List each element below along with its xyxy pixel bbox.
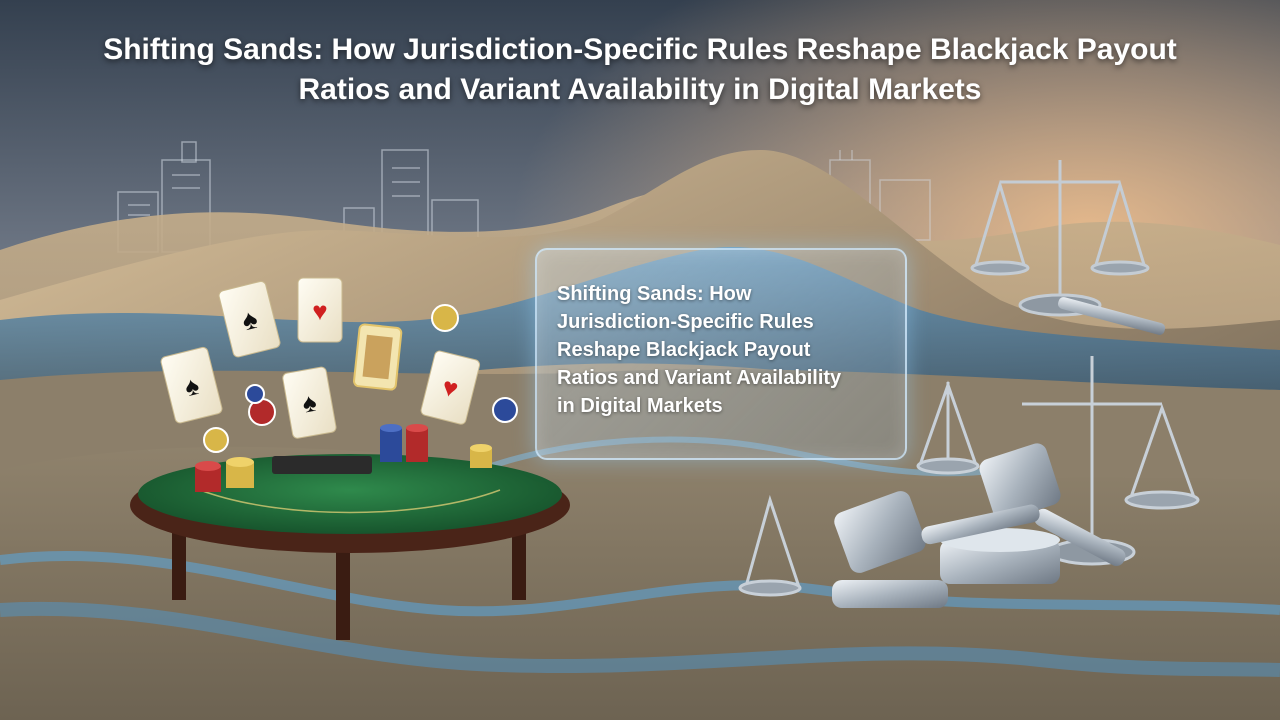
title-card: Shifting Sands: How Jurisdiction-Specifi… [535, 248, 907, 460]
svg-text:♠: ♠ [300, 388, 319, 419]
panel-line-2: Jurisdiction-Specific Rules [557, 311, 814, 333]
panel-line-5: in Digital Markets [557, 395, 723, 417]
panel-line-3: Reshape Blackjack Payout [557, 339, 811, 361]
panel-line-4: Ratios and Variant Availability [557, 367, 842, 389]
svg-text:♥: ♥ [439, 372, 461, 404]
playing-card-icon: ♠ ♥ ♠ ♠ ♥ [160, 277, 481, 439]
page-title: Shifting Sands: How Jurisdiction-Specifi… [40, 30, 1240, 110]
gavel-icon [832, 443, 1126, 608]
poker-chip-icon [195, 304, 518, 492]
gavel-icon [1058, 297, 1166, 335]
title-line-1: Shifting Sands: How Jurisdiction-Specifi… [103, 33, 1177, 66]
panel-line-1: Shifting Sands: How [557, 283, 752, 305]
svg-text:♥: ♥ [312, 297, 327, 326]
title-line-2: Ratios and Variant Availability in Digit… [298, 73, 982, 106]
title-card-text: Shifting Sands: How Jurisdiction-Specifi… [557, 280, 897, 420]
svg-text:♠: ♠ [182, 371, 202, 402]
justice-scale-icon [738, 356, 1200, 597]
